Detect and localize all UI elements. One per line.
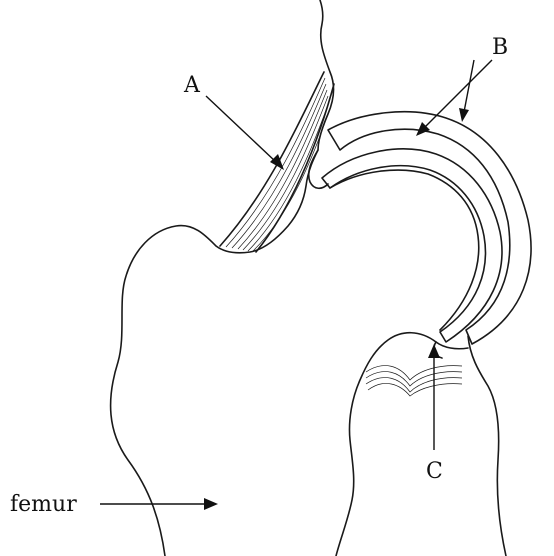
pointer-c xyxy=(428,344,440,450)
femur-outline xyxy=(111,0,334,556)
pointer-femur xyxy=(100,498,218,510)
pointer-a xyxy=(206,96,284,170)
joint-cavity xyxy=(330,170,479,330)
lower-bone-inner xyxy=(336,333,436,556)
label-femur: femur xyxy=(10,492,77,517)
outer-cartilage-crescent xyxy=(328,112,531,344)
label-b: B xyxy=(492,35,508,60)
label-c: C xyxy=(426,459,443,484)
inner-cartilage-crescent xyxy=(322,149,502,342)
lower-bone-outline xyxy=(468,336,506,556)
label-a: A xyxy=(183,73,201,98)
pointer-b xyxy=(416,60,492,136)
lower-capsule-fibers xyxy=(366,342,468,396)
